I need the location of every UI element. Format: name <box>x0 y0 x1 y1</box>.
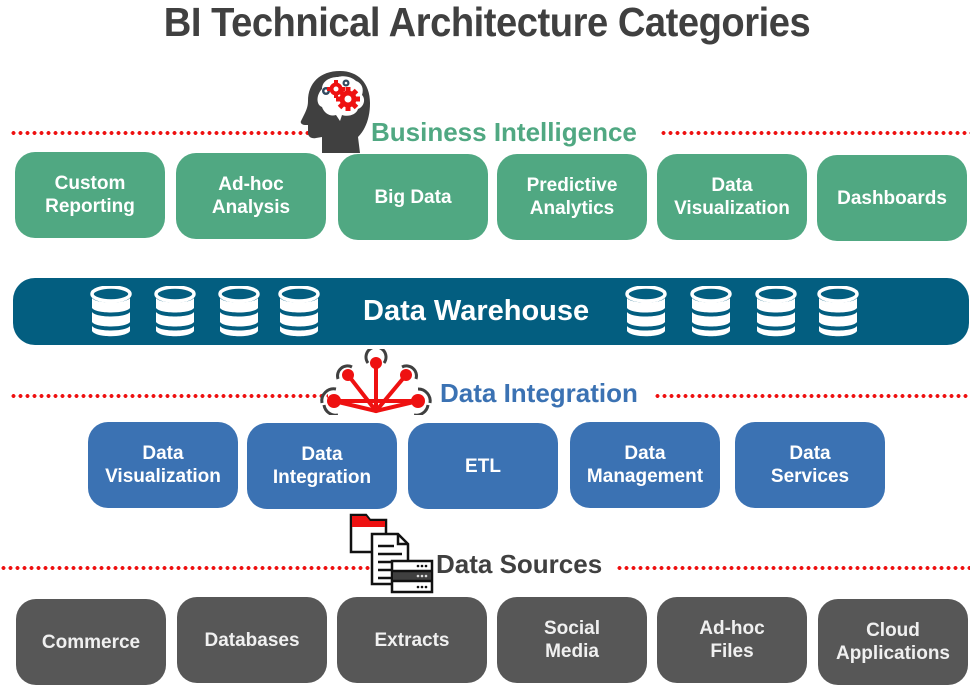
bi-item-data-visualization[interactable]: Data Visualization <box>657 154 807 240</box>
bi-divider-left <box>10 131 310 135</box>
brain-gears-icon <box>300 71 370 153</box>
di-item-data-services[interactable]: Data Services <box>735 422 885 508</box>
ds-item-commerce[interactable]: Commerce <box>16 599 166 685</box>
bi-item-custom-reporting[interactable]: Custom Reporting <box>15 152 165 238</box>
database-icon <box>625 286 667 337</box>
ds-divider-left <box>0 566 372 570</box>
bi-item-big-data[interactable]: Big Data <box>338 154 488 240</box>
di-item-data-management[interactable]: Data Management <box>570 422 720 508</box>
ds-item-social-media[interactable]: Social Media <box>497 597 647 683</box>
bi-divider-right <box>660 131 970 135</box>
ds-item-cloud-applications[interactable]: Cloud Applications <box>818 599 968 685</box>
di-item-etl[interactable]: ETL <box>408 423 558 509</box>
database-icon <box>278 286 320 337</box>
data-warehouse-label: Data Warehouse <box>363 295 590 327</box>
di-item-data-integration[interactable]: Data Integration <box>247 423 397 509</box>
bi-item-dashboards[interactable]: Dashboards <box>817 155 967 241</box>
database-icon <box>690 286 732 337</box>
files-server-icon <box>349 513 434 594</box>
database-icon <box>817 286 859 337</box>
data-sources-label: Data Sources <box>434 549 605 579</box>
di-item-data-visualization[interactable]: Data Visualization <box>88 422 238 508</box>
ds-item-ad-hoc-files[interactable]: Ad-hoc Files <box>657 597 807 683</box>
database-icon <box>755 286 797 337</box>
ds-item-databases[interactable]: Databases <box>177 597 327 683</box>
database-icon <box>154 286 196 337</box>
di-divider-left <box>10 394 328 398</box>
di-divider-right <box>654 394 970 398</box>
data-integration-label: Data Integration <box>438 378 640 408</box>
database-icon <box>90 286 132 337</box>
business-intelligence-label: Business Intelligence <box>369 117 639 147</box>
data-warehouse-bar[interactable]: Data Warehouse <box>13 278 969 345</box>
bi-item-ad-hoc-analysis[interactable]: Ad-hoc Analysis <box>176 153 326 239</box>
ds-divider-right <box>616 566 970 570</box>
ds-item-extracts[interactable]: Extracts <box>337 597 487 683</box>
page-title: BI Technical Architecture Categories <box>163 0 811 45</box>
network-hub-icon <box>320 349 432 415</box>
bi-item-predictive-analytics[interactable]: Predictive Analytics <box>497 154 647 240</box>
database-icon <box>218 286 260 337</box>
